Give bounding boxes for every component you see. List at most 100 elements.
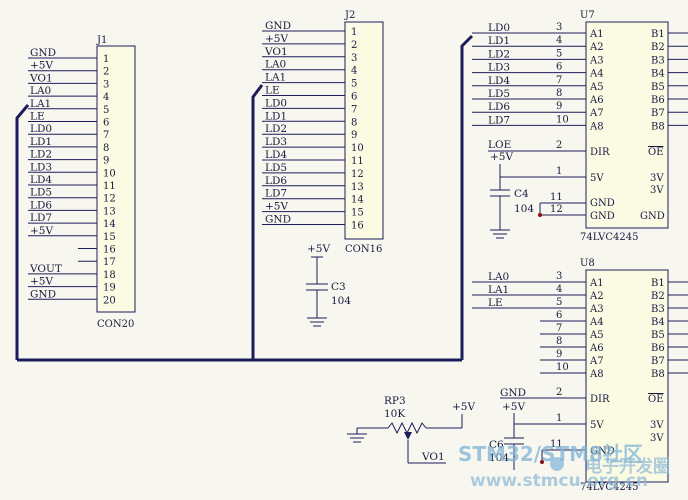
j2-pin-number: 2 xyxy=(351,40,357,51)
u8-pin-number: 3 xyxy=(556,271,562,282)
u8-pin-number: 7 xyxy=(556,323,562,334)
c3-ref: C3 xyxy=(331,281,346,293)
j1-net-label: LD2 xyxy=(30,149,52,161)
ic-u8: U8 74LVC4245 3A1LA04A2LA15A3LE6A47A58A69… xyxy=(472,258,688,493)
u7-gnd2-name: GND xyxy=(590,211,615,222)
u8-pin-a1: A1 xyxy=(589,278,604,289)
j1-net-label: LD7 xyxy=(30,212,52,224)
u7-ref: U7 xyxy=(580,10,595,21)
j2-pin-number: 9 xyxy=(351,130,357,141)
u7-body xyxy=(585,21,669,229)
j2-pin-number: 11 xyxy=(351,156,364,167)
j1-pin-number: 14 xyxy=(103,219,116,230)
u8-net-label: LA0 xyxy=(488,271,509,283)
u8-gnd1-num: 11 xyxy=(550,439,563,450)
j2-net-label: LD1 xyxy=(265,110,287,122)
j2-pin-number: 4 xyxy=(351,66,357,77)
u7-pin-b6: B6 xyxy=(651,95,665,106)
u7-net-label: LD5 xyxy=(488,88,510,100)
u7-net-label: LD4 xyxy=(488,75,510,87)
j1-pin-number: 18 xyxy=(103,270,116,281)
u7-pin-a4: A4 xyxy=(589,69,604,80)
j1-pin-number: 20 xyxy=(103,295,116,306)
j2-pin-number: 15 xyxy=(351,208,364,219)
connector-j2: J2 CON16 1GND2+5V3VO14LA05LA16LE7LD08LD1… xyxy=(262,10,384,255)
u8-net-label: LA1 xyxy=(488,284,509,296)
u7-pin-a2: A2 xyxy=(589,42,604,53)
j2-pin-number: 5 xyxy=(351,79,357,90)
j2-pin-number: 10 xyxy=(351,143,364,154)
u7-pin-b5: B5 xyxy=(651,82,665,93)
j1-pin-number: 11 xyxy=(103,181,116,192)
j2-pin-number: 3 xyxy=(351,53,357,64)
u7-part: 74LVC4245 xyxy=(580,232,639,243)
c3-value: 104 xyxy=(331,295,351,307)
connector-j1: J1 CON20 1GND2+5V3VO14LA05LA16LE7LD08LD1… xyxy=(28,35,136,330)
u8-dir-num: 2 xyxy=(556,387,562,398)
u7-pin-number: 9 xyxy=(556,101,562,112)
u7-net-label: LD3 xyxy=(488,62,510,74)
rp3-ref: RP3 xyxy=(384,395,406,407)
rp3-value: 10K xyxy=(384,408,405,420)
u7-pin-b8: B8 xyxy=(651,121,665,132)
u7-dir-name: DIR xyxy=(590,147,610,158)
j1-ref: J1 xyxy=(96,35,107,46)
u7-pin-a3: A3 xyxy=(589,55,604,66)
watermark-line2: www.stmcu.org.cn xyxy=(470,471,648,491)
u7-pin-a6: A6 xyxy=(589,95,604,106)
u8-pin-a6: A6 xyxy=(589,343,604,354)
u8-5v-net: +5V xyxy=(502,401,525,413)
u7-pin-a1: A1 xyxy=(589,29,604,40)
u8-net-label: LE xyxy=(488,297,503,309)
u7-5v-num: 1 xyxy=(556,166,562,177)
j1-pin-number: 2 xyxy=(103,67,109,78)
u7-pin-b1: B1 xyxy=(651,29,665,40)
u8-pin-number: 6 xyxy=(556,310,562,321)
u8-pin-number: 8 xyxy=(556,336,562,347)
j2-pin-number: 14 xyxy=(351,195,364,206)
rp3-supply: +5V xyxy=(452,401,475,413)
j1-net-label: VO1 xyxy=(29,72,53,84)
u7-pin-b2: B2 xyxy=(651,42,665,53)
j1-net-label: GND xyxy=(30,288,56,300)
j2-ref: J2 xyxy=(344,10,355,21)
j2-net-label: LD0 xyxy=(265,97,287,109)
u7-5v-name: 5V xyxy=(590,173,604,184)
j1-pin-number: 10 xyxy=(103,168,116,179)
u8-gnd1-name: GND xyxy=(590,446,615,457)
j1-net-label: LD6 xyxy=(30,199,52,211)
j1-net-label: LD3 xyxy=(30,161,52,173)
u7-cap-value: 104 xyxy=(514,203,534,215)
j1-pin-number: 13 xyxy=(103,206,116,217)
j1-pin-number: 5 xyxy=(103,105,109,116)
j1-net-label: GND xyxy=(30,47,56,59)
u8-pin-b8: B8 xyxy=(651,369,665,380)
u7-3v-b: 3V xyxy=(650,185,664,196)
u7-gnd-right: GND xyxy=(640,211,665,222)
u8-dir-name: DIR xyxy=(590,394,610,405)
bus-left xyxy=(15,104,30,360)
j2-net-label: GND xyxy=(265,20,291,32)
j1-net-label: LD1 xyxy=(30,136,52,148)
u8-cap-value: 104 xyxy=(489,452,509,464)
j1-pin-number: 6 xyxy=(103,118,109,129)
u8-3v-b: 3V xyxy=(650,433,664,444)
u7-pin-number: 3 xyxy=(556,22,562,33)
u7-oe-name: OE xyxy=(648,147,664,158)
u7-pin-a5: A5 xyxy=(589,82,604,93)
u7-dir-num: 2 xyxy=(556,140,562,151)
j2-pin-number: 13 xyxy=(351,182,364,193)
j2-net-label: GND xyxy=(265,214,291,226)
j1-pin-number: 3 xyxy=(103,79,109,90)
u8-pin-b5: B5 xyxy=(651,330,665,341)
u8-pin-b6: B6 xyxy=(651,343,665,354)
j2-net-label: LA1 xyxy=(265,72,286,84)
j2-body xyxy=(344,21,384,240)
j2-net-label: +5V xyxy=(265,201,288,213)
j2-net-label: LD5 xyxy=(265,162,287,174)
j1-pin-number: 12 xyxy=(103,194,116,205)
u8-pin-b2: B2 xyxy=(651,291,665,302)
u7-pin-number: 5 xyxy=(556,48,562,59)
j2-pin-number: 1 xyxy=(351,27,357,38)
u8-oe-name: OE xyxy=(648,394,664,405)
